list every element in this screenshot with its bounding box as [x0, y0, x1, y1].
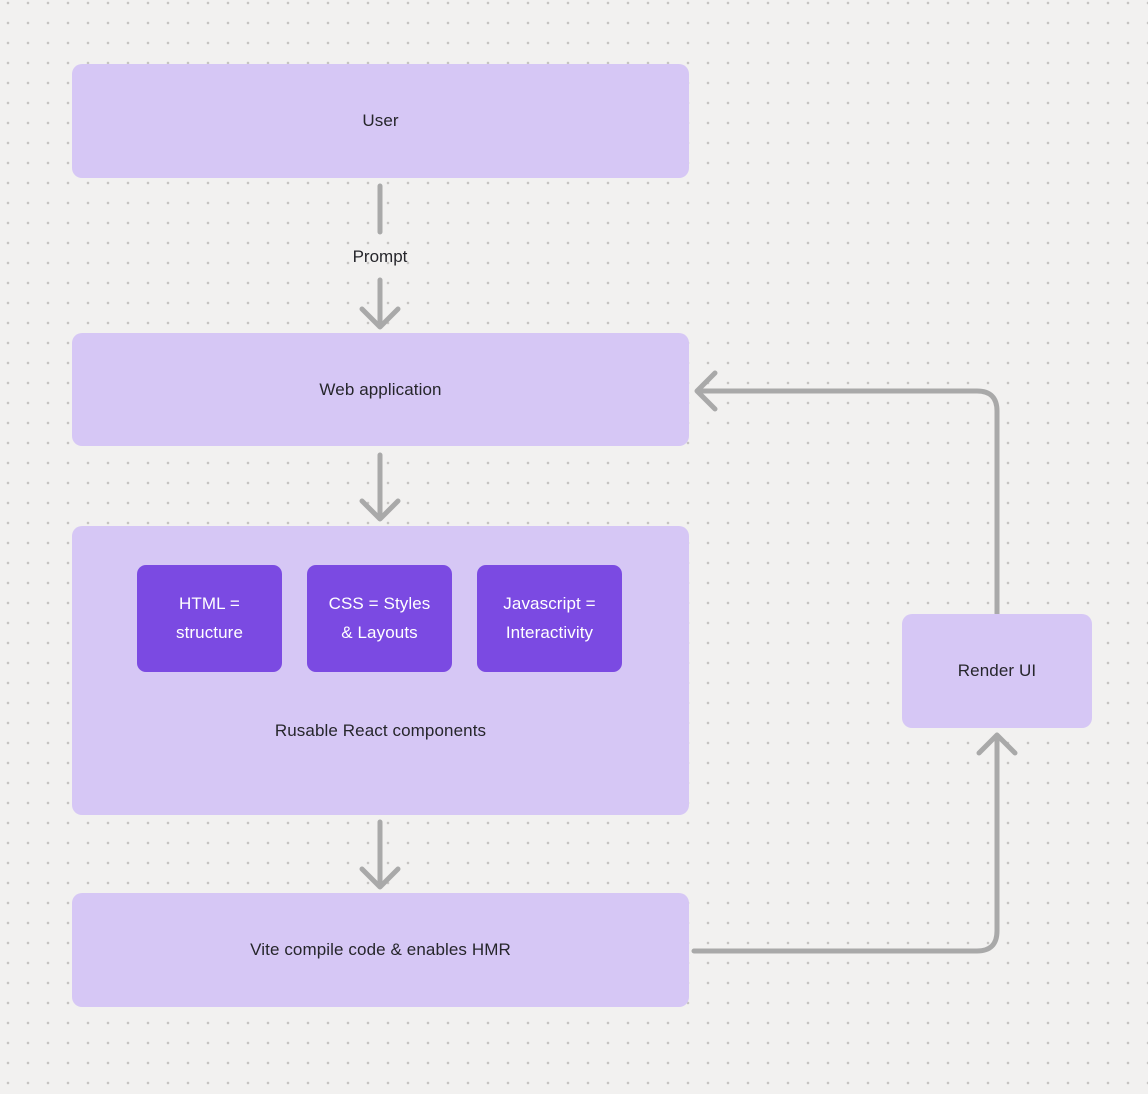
- arrow-webapp-to-components[interactable]: [359, 452, 401, 522]
- arrow-user-to-webapp-lower-segment[interactable]: [359, 277, 401, 330]
- arrow-renderui-to-webapp[interactable]: [694, 370, 1000, 617]
- node-javascript-interactivity[interactable]: Javascript = Interactivity: [477, 565, 622, 672]
- node-web-application[interactable]: Web application: [72, 333, 689, 446]
- node-user-label: User: [362, 111, 399, 130]
- edge-label-prompt-text: Prompt: [352, 247, 408, 266]
- node-css-styles-label: CSS = Styles & Layouts: [328, 594, 431, 642]
- node-vite[interactable]: Vite compile code & enables HMR: [72, 893, 689, 1007]
- node-html-structure[interactable]: HTML = structure: [137, 565, 282, 672]
- node-javascript-interactivity-label: Javascript = Interactivity: [503, 594, 596, 642]
- node-web-application-label: Web application: [319, 379, 442, 399]
- node-user[interactable]: User: [72, 64, 689, 178]
- components-group-caption: Rusable React components: [274, 721, 487, 740]
- node-vite-label: Vite compile code & enables HMR: [250, 940, 511, 959]
- node-html-structure-label: HTML = structure: [175, 594, 244, 642]
- node-render-ui-label: Render UI: [957, 661, 1037, 680]
- arrow-vite-to-renderui[interactable]: [691, 732, 1018, 954]
- node-css-styles[interactable]: CSS = Styles & Layouts: [307, 565, 452, 672]
- node-components-group[interactable]: HTML = structure CSS = Styles & Layouts …: [72, 526, 689, 815]
- arrow-components-to-vite[interactable]: [359, 819, 401, 890]
- node-render-ui[interactable]: Render UI: [902, 614, 1092, 728]
- edge-label-prompt[interactable]: Prompt: [310, 244, 450, 270]
